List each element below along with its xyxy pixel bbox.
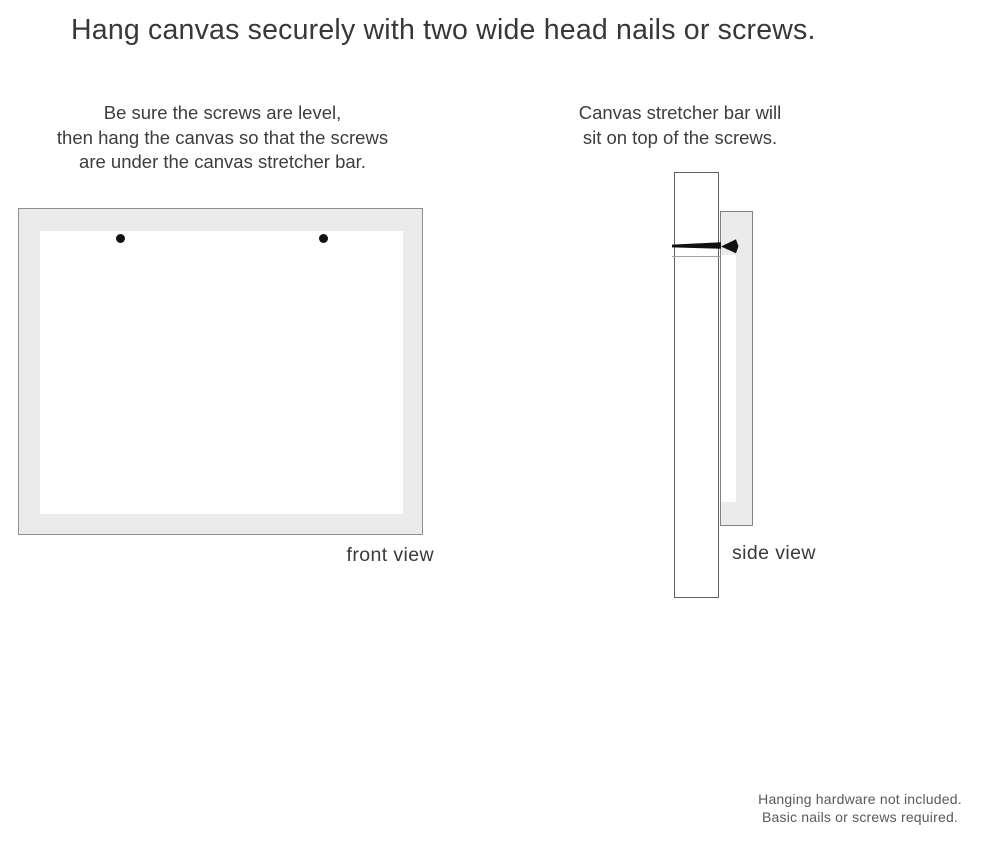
footnote-line-2: Basic nails or screws required. — [761, 808, 959, 825]
side-view-label: side view — [732, 542, 816, 564]
right-screw-dot — [319, 234, 328, 243]
front-view-label: front view — [346, 544, 434, 566]
front-instruction-line-2: then hang the canvas so that the screws — [56, 126, 389, 148]
canvas-front-face — [40, 231, 403, 514]
side-instruction-line-2: sit on top of the screws. — [582, 126, 778, 148]
hardware-footnote: Hanging hardware not included. Basic nai… — [733, 791, 987, 826]
side-view-canvas-edge — [720, 211, 753, 526]
side-instruction-text: Canvas stretcher bar will sit on top of … — [540, 101, 820, 150]
canvas-hollow-back — [721, 255, 736, 502]
nail-guide-line — [672, 256, 720, 257]
nail-icon — [672, 239, 739, 254]
nail-head — [721, 239, 739, 254]
page-title: Hang canvas securely with two wide head … — [71, 14, 816, 46]
front-view-canvas-frame — [18, 208, 423, 535]
nail-shaft — [672, 242, 721, 249]
side-instruction-line-1: Canvas stretcher bar will — [578, 102, 782, 123]
footnote-line-1: Hanging hardware not included. — [758, 791, 962, 807]
front-instruction-line-3: are under the canvas stretcher bar. — [79, 151, 366, 173]
left-screw-dot — [116, 234, 125, 243]
front-instruction-line-1: Be sure the screws are level, — [103, 102, 342, 123]
front-instruction-text: Be sure the screws are level, then hang … — [15, 101, 430, 175]
